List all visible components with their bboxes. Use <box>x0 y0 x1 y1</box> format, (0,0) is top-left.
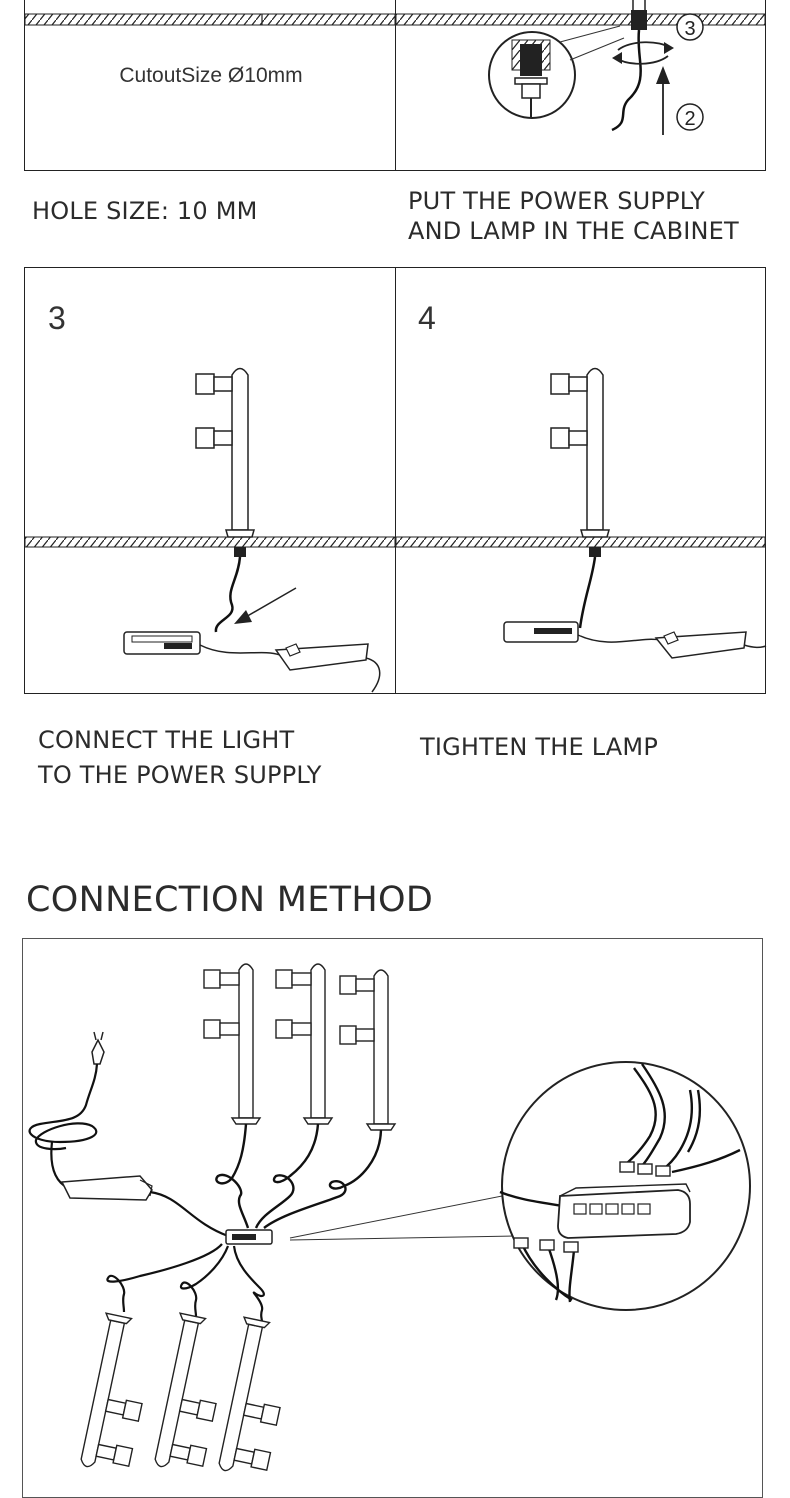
section-title-connection-method: CONNECTION METHOD <box>26 880 434 920</box>
caption-connect-light: CONNECT THE LIGHT TO THE POWER SUPPLY <box>38 726 322 789</box>
lamp-post-icon <box>218 1316 281 1472</box>
distributor-hub-icon <box>503 621 579 643</box>
lamp-post-icon <box>611 0 647 132</box>
shelf-hatch-left <box>24 13 396 26</box>
caption-hole-size: HOLE SIZE: 10 MM <box>32 197 258 225</box>
top-row-drawing: 3 2 <box>24 0 766 135</box>
caption-tighten-lamp: TIGHTEN THE LAMP <box>420 733 659 761</box>
magnifier-callout-icon <box>488 25 625 119</box>
step1-panel <box>24 0 396 171</box>
shelf-hatch-right <box>395 13 766 26</box>
cutout-size-label: CutoutSize Ø10mm <box>119 64 303 87</box>
caption-put-in-cabinet: PUT THE POWER SUPPLY AND LAMP IN THE CAB… <box>408 187 739 245</box>
lamp-post-icon <box>80 1312 143 1468</box>
step4-number: 4 <box>418 300 436 336</box>
distributor-hub-icon <box>123 631 201 655</box>
magnifier-callout-icon <box>289 1061 751 1311</box>
lamp-post-icon <box>203 963 262 1125</box>
lamp-post-icon <box>275 963 334 1125</box>
lamp-post-icon <box>339 969 397 1131</box>
power-supply-icon <box>654 631 747 659</box>
lamp-post-icon <box>550 367 610 629</box>
callout-number-2: 2 <box>684 108 695 130</box>
power-supply-icon <box>274 643 369 671</box>
step3-number: 3 <box>48 300 66 336</box>
lamp-post-icon <box>154 1312 217 1468</box>
shelf-hatch-step4 <box>395 536 766 548</box>
power-plug-icon <box>91 1031 105 1065</box>
arrow-icon <box>612 41 674 135</box>
distributor-hub-icon <box>225 1229 273 1245</box>
shelf-hatch-step3 <box>24 536 396 548</box>
step2-panel <box>395 0 766 171</box>
lamp-post-icon <box>195 367 255 633</box>
distributor-hub-icon <box>557 1183 691 1239</box>
callout-number-3: 3 <box>684 18 695 40</box>
step3-panel <box>24 267 396 694</box>
power-supply-icon <box>60 1175 153 1201</box>
arrow-icon <box>234 587 297 624</box>
steps-3-4-drawing <box>24 367 767 693</box>
